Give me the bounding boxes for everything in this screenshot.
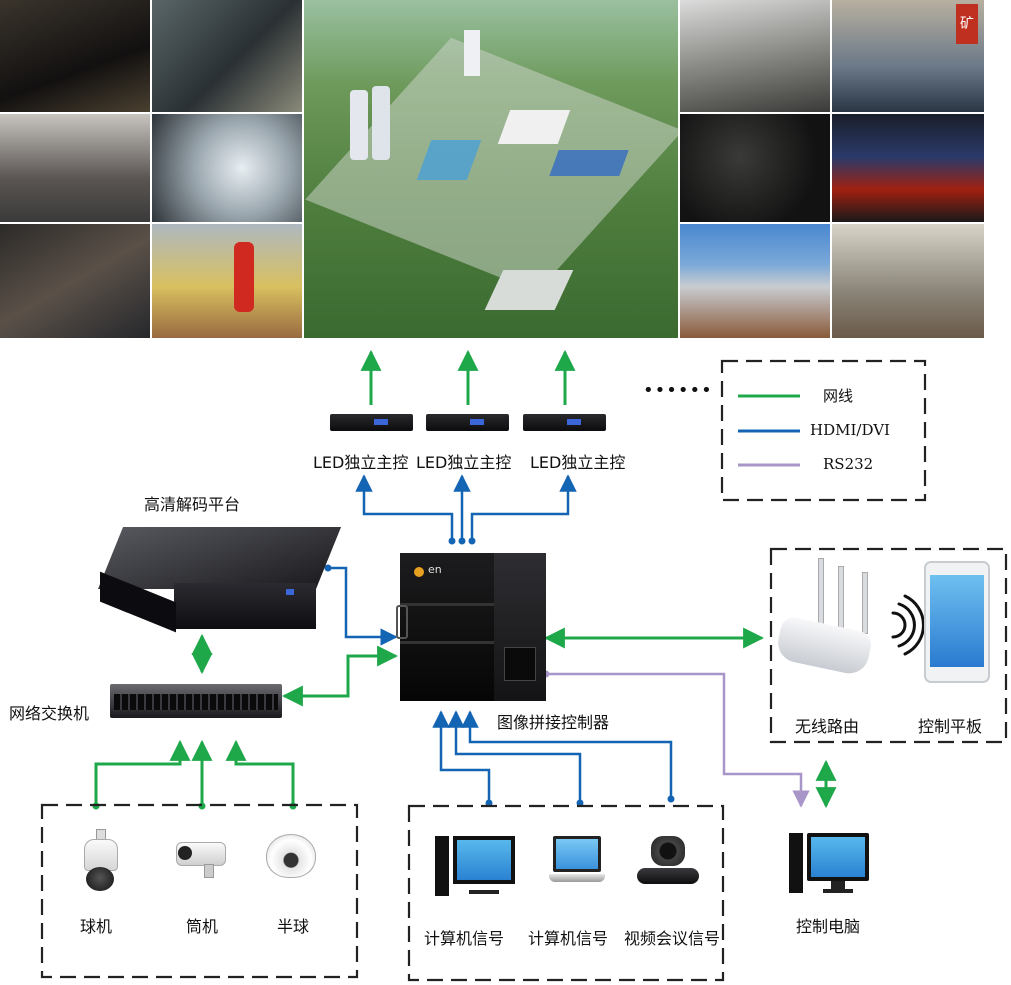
decoder-label: 高清解码平台 xyxy=(144,495,241,514)
wireless-group-box xyxy=(769,547,1008,744)
net-link-switch-splicer xyxy=(281,645,399,707)
computer-signal-2-icon xyxy=(549,836,605,890)
signal-group-box xyxy=(407,804,725,982)
net-link-dome xyxy=(94,739,191,806)
dome-camera-icon xyxy=(80,829,120,893)
wifi-icon xyxy=(891,594,925,656)
splicer-label: 图像拼接控制器 xyxy=(497,713,610,732)
control-pc-label: 控制电脑 xyxy=(796,917,861,936)
led-controller-2 xyxy=(426,414,509,431)
photo-workers-meeting xyxy=(0,114,150,222)
hdmi-link-decoder xyxy=(328,566,398,646)
legend-rs232: RS232 xyxy=(823,455,874,473)
splicer-device: en xyxy=(396,553,546,701)
photo-control-room xyxy=(832,114,984,222)
legend-network: 网线 xyxy=(823,387,854,405)
half-dome-camera-icon xyxy=(266,834,316,878)
signal-label-video-conference: 视频会议信号 xyxy=(624,929,721,948)
hdmi-link-pc-1 xyxy=(432,710,491,802)
hdmi-link-video xyxy=(461,710,673,798)
led-controller-1 xyxy=(330,414,413,431)
control-pc-device xyxy=(789,833,871,895)
camera-label-dome: 球机 xyxy=(80,917,113,936)
signal-label-computer-1: 计算机信号 xyxy=(424,929,505,948)
photo-coal-yard xyxy=(680,0,830,112)
rs232-link xyxy=(546,672,810,808)
net-link-halfdome xyxy=(225,739,295,806)
splicer-brand: en xyxy=(428,563,442,576)
led-controller-label-3: LED独立主控 xyxy=(530,453,626,472)
video-conference-camera-icon xyxy=(637,834,699,888)
photo-miners xyxy=(0,224,150,338)
photo-gas-station-worker xyxy=(152,224,302,338)
network-switch-device xyxy=(110,684,282,718)
hdmi-link-led-3 xyxy=(470,474,577,540)
photo-mine-tunnel xyxy=(0,0,150,112)
photo-sign: 矿 xyxy=(956,4,978,44)
more-ellipsis: •••••• xyxy=(643,380,713,401)
photo-mining-machine xyxy=(152,0,302,112)
hdmi-link-led-1 xyxy=(355,474,454,540)
tablet-device xyxy=(924,561,990,683)
router-device xyxy=(774,558,874,682)
legend-hdmi: HDMI/DVI xyxy=(810,421,890,439)
hdmi-link-pc-2 xyxy=(447,710,582,802)
photo-site-visit xyxy=(832,224,984,338)
signal-label-computer-2: 计算机信号 xyxy=(528,929,609,948)
photo-inspection-group: 矿 xyxy=(832,0,984,112)
photo-mine-aerial-view xyxy=(304,0,678,338)
camera-group-box xyxy=(40,803,359,979)
led-controller-3 xyxy=(523,414,606,431)
photo-pipelines xyxy=(680,224,830,338)
decoder-device xyxy=(98,527,342,633)
bullet-camera-icon xyxy=(176,838,228,878)
switch-label: 网络交换机 xyxy=(9,704,90,723)
photo-coal-pile xyxy=(680,114,830,222)
photo-montage: 矿 xyxy=(0,0,984,338)
router-label: 无线路由 xyxy=(795,717,860,736)
tablet-label: 控制平板 xyxy=(918,717,983,736)
camera-label-bullet: 筒机 xyxy=(186,917,219,936)
led-controller-label-2: LED独立主控 xyxy=(416,453,512,472)
camera-label-half-dome: 半球 xyxy=(277,917,310,936)
photo-coal-crystal xyxy=(152,114,302,222)
led-controller-label-1: LED独立主控 xyxy=(313,453,409,472)
legend-box xyxy=(720,359,927,502)
computer-signal-1-icon xyxy=(435,836,517,898)
